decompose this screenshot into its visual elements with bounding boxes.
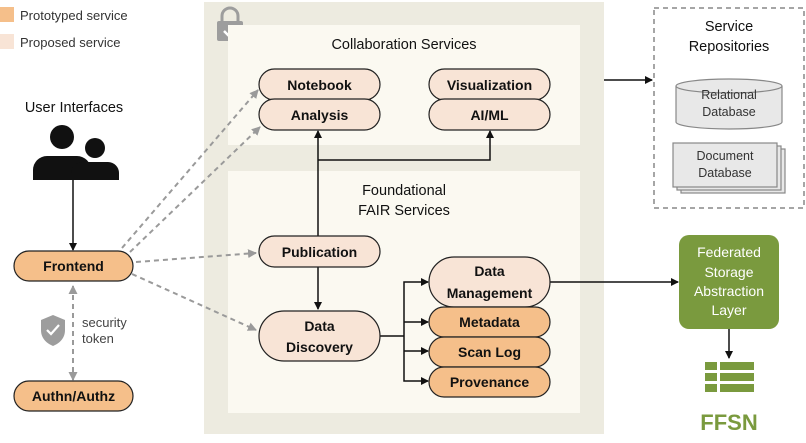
document-label-line1: Document [697,149,754,163]
branch-provenance [403,336,429,385]
authn-node[interactable]: Authn/Authz [13,380,134,412]
connectors [69,76,733,385]
frontend-node[interactable]: Frontend [13,250,134,282]
publication-label: Publication [282,244,357,260]
legend-prototyped-swatch [0,7,14,22]
legend-prototyped-label: Prototyped service [20,8,128,23]
foundational-title-line2: FAIR Services [358,203,450,219]
shield-check-icon [41,315,65,346]
analysis-node[interactable]: Analysis [258,98,381,131]
data-discovery-label-line2: Discovery [286,339,353,355]
publication-node[interactable]: Publication [258,235,381,268]
aiml-node[interactable]: AI/ML [428,98,551,131]
metadata-node[interactable]: Metadata [428,306,551,338]
repositories-title-line2: Repositories [689,39,770,55]
analysis-label: Analysis [291,107,349,123]
data-management-label-line1: Data [474,263,505,279]
federated-label-line3: Abstraction [694,283,764,299]
provenance-label: Provenance [450,374,530,390]
security-label-line1: security [82,315,127,330]
legend-proposed-swatch [0,34,14,49]
scan-log-label: Scan Log [458,344,521,360]
frontend-to-notebook-arrow [121,89,259,249]
document-label-line2: Database [698,166,752,180]
federated-label-line2: Storage [704,264,753,280]
storage-grid-icon [705,362,754,392]
publication-to-aiml-arrow [318,130,494,161]
legend-proposed-label: Proposed service [20,35,120,50]
ffsn-label: FFSN [700,410,757,435]
data-discovery-node[interactable]: Data Discovery [258,310,381,362]
repositories-title-line1: Service [705,19,753,35]
frontend-to-analysis-arrow [129,126,261,253]
federated-label-line4: Layer [711,302,746,318]
users-icon [33,125,119,180]
metadata-label: Metadata [459,314,520,330]
legend: Prototyped service Proposed service [0,7,128,50]
document-database[interactable]: Document Database [672,142,786,194]
frontend-to-discovery-arrow [131,273,257,331]
visualization-node[interactable]: Visualization [428,68,551,101]
foundational-title-line1: Foundational [362,183,446,199]
frontend-label: Frontend [43,258,104,274]
collaboration-title: Collaboration Services [331,37,476,53]
relational-database[interactable]: Relational Database [675,78,783,130]
notebook-node[interactable]: Notebook [258,68,381,101]
branch-data-management [403,278,429,336]
data-management-node[interactable]: Data Management [428,256,551,308]
federated-storage-node[interactable]: Federated Storage Abstraction Layer [679,235,779,329]
federated-label-line1: Federated [697,244,761,260]
aiml-label: AI/ML [470,107,509,123]
visualization-label: Visualization [447,77,532,93]
provenance-node[interactable]: Provenance [428,366,551,398]
frontend-links [68,89,261,381]
relational-label-line1: Relational [701,88,757,102]
user-interfaces-label: User Interfaces [25,100,123,116]
scan-log-node[interactable]: Scan Log [428,336,551,368]
notebook-label: Notebook [287,77,352,93]
relational-label-line2: Database [702,105,756,119]
data-management-label-line2: Management [447,285,533,301]
frontend-to-publication-arrow [135,249,257,263]
authn-label: Authn/Authz [32,388,115,404]
security-label-line2: token [82,331,114,346]
data-discovery-label-line1: Data [304,318,335,334]
